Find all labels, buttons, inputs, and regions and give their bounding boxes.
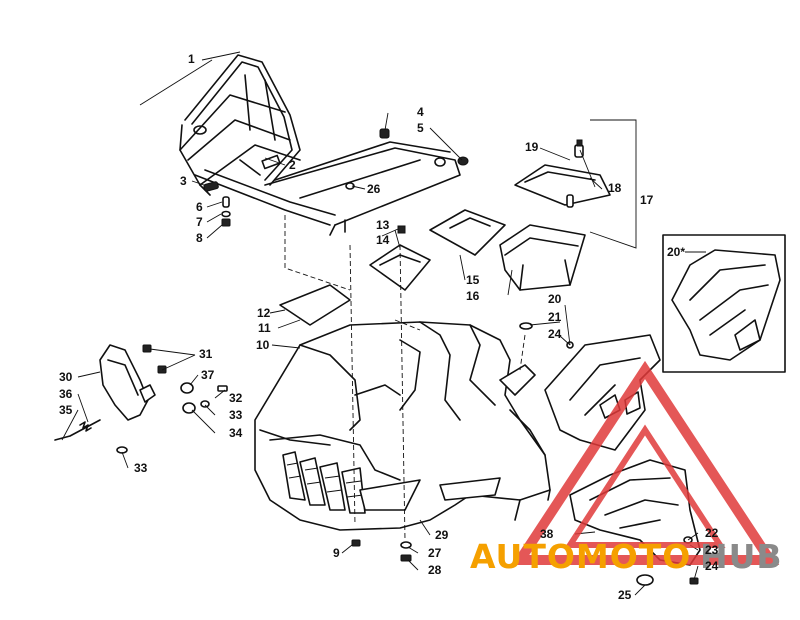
callout-24-lower: 24 xyxy=(705,559,719,573)
callout-4: 4 xyxy=(417,105,424,119)
front-rack xyxy=(179,54,461,236)
watermark-logo xyxy=(510,360,780,565)
callout-23: 23 xyxy=(705,543,719,557)
watermark-triangle xyxy=(510,360,780,565)
callout-1: 1 xyxy=(188,52,195,66)
callout-10: 10 xyxy=(256,338,270,352)
callout-13: 13 xyxy=(376,218,390,232)
callout-2: 2 xyxy=(289,158,296,172)
storage-box xyxy=(429,209,586,291)
callout-20-star: 20* xyxy=(667,245,685,259)
callout-6: 6 xyxy=(196,200,203,214)
callout-37: 37 xyxy=(201,368,215,382)
callout-33-lower: 33 xyxy=(134,461,148,475)
storage-lid-panel xyxy=(279,284,351,326)
callout-38: 38 xyxy=(540,527,554,541)
rack-hardware xyxy=(203,128,469,227)
center-bracket xyxy=(369,225,431,291)
callout-9: 9 xyxy=(333,546,340,560)
callout-7: 7 xyxy=(196,215,203,229)
fender-hardware xyxy=(351,539,412,562)
inset-alternate-panel xyxy=(662,234,786,373)
callout-18: 18 xyxy=(608,181,622,195)
front-fender-body xyxy=(254,284,551,531)
callout-5: 5 xyxy=(417,121,424,135)
watermark-text-auto: AUTOMOTO xyxy=(470,537,691,576)
callout-26: 26 xyxy=(367,182,381,196)
callout-8: 8 xyxy=(196,231,203,245)
callout-11: 11 xyxy=(258,321,271,335)
callout-35: 35 xyxy=(59,403,73,417)
callout-29: 29 xyxy=(435,528,449,542)
watermark-text-hub: HUB xyxy=(700,537,783,576)
callout-3: 3 xyxy=(180,174,187,188)
callout-20: 20 xyxy=(548,292,562,306)
callout-21: 21 xyxy=(548,310,562,324)
callout-17: 17 xyxy=(640,193,654,207)
storage-lid xyxy=(514,139,611,208)
callout-31: 31 xyxy=(199,347,213,361)
callout-30: 30 xyxy=(59,370,73,384)
callout-24-upper: 24 xyxy=(548,327,562,341)
fender-decal xyxy=(439,477,501,501)
callout-28: 28 xyxy=(428,563,442,577)
callout-25: 25 xyxy=(618,588,632,602)
callout-32: 32 xyxy=(229,391,243,405)
callout-14: 14 xyxy=(376,233,390,247)
callout-22: 22 xyxy=(705,526,719,540)
callout-33-upper: 33 xyxy=(229,408,243,422)
assembly-guides xyxy=(284,215,526,541)
headlight-assembly xyxy=(54,344,228,454)
side-panel xyxy=(519,322,661,451)
callout-34: 34 xyxy=(229,426,243,440)
callout-labels: 1 2 3 4 5 6 7 8 9 10 11 12 13 14 15 16 1… xyxy=(59,52,719,602)
callout-15: 15 xyxy=(466,273,480,287)
callout-16: 16 xyxy=(466,289,480,303)
callout-27: 27 xyxy=(428,546,442,560)
grille xyxy=(282,451,366,514)
callout-12: 12 xyxy=(257,306,271,320)
callout-36: 36 xyxy=(59,387,73,401)
callout-19: 19 xyxy=(525,140,539,154)
